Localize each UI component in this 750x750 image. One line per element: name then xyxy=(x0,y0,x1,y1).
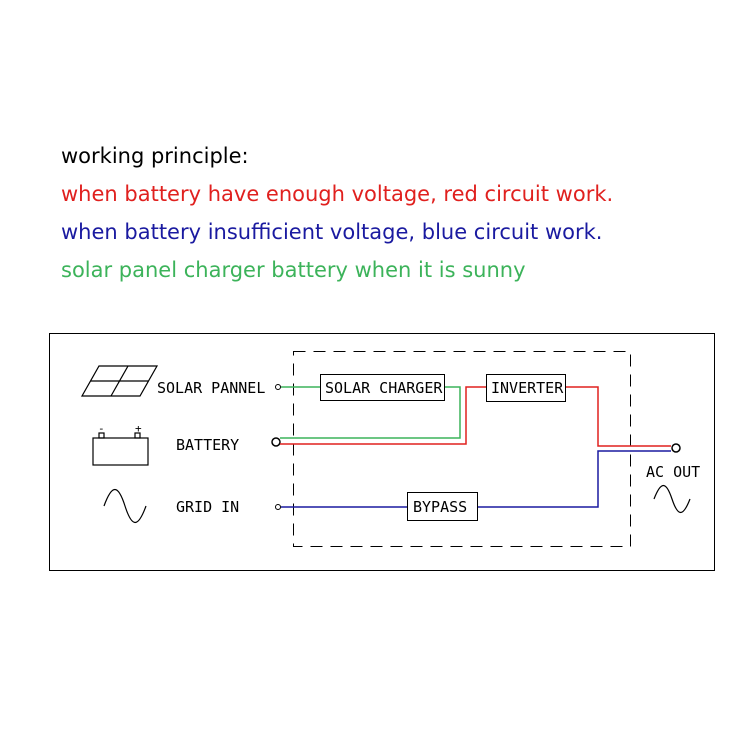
bypass-box xyxy=(407,492,478,521)
battery-input-label: BATTERY xyxy=(176,436,239,454)
diagram-frame xyxy=(49,333,715,571)
legend-heading: working principle: xyxy=(61,144,249,168)
output-sine-wave-icon xyxy=(653,484,691,514)
red-circuit xyxy=(280,386,671,447)
ac-out-terminal xyxy=(671,443,681,453)
battery-terminal xyxy=(271,437,281,447)
legend-red-circuit: when battery have enough voltage, red ci… xyxy=(61,182,614,206)
green-circuit xyxy=(280,386,461,439)
battery-plus: + xyxy=(135,422,142,435)
bypass-label: BYPASS xyxy=(413,498,467,516)
solar-panel-icon xyxy=(80,365,159,397)
inverter-label: INVERTER xyxy=(491,379,564,397)
battery-minus: - xyxy=(98,422,105,435)
ac-out-label: AC OUT xyxy=(646,463,700,481)
legend-blue-circuit: when battery insufficient voltage, blue … xyxy=(61,220,603,244)
blue-circuit xyxy=(281,450,671,508)
device-enclosure xyxy=(293,351,631,547)
solar-charger-box xyxy=(320,374,445,401)
legend-green-circuit: solar panel charger battery when it is s… xyxy=(61,258,526,282)
inverter-box xyxy=(486,374,566,402)
grid-terminal xyxy=(275,504,281,510)
solar-charger-label: SOLAR CHARGER xyxy=(325,379,443,397)
solar-terminal xyxy=(275,384,281,390)
battery-icon xyxy=(92,432,149,466)
solar-input-label: SOLAR PANNEL xyxy=(157,379,265,397)
sine-wave-icon xyxy=(103,488,147,524)
grid-input-label: GRID IN xyxy=(176,498,239,516)
